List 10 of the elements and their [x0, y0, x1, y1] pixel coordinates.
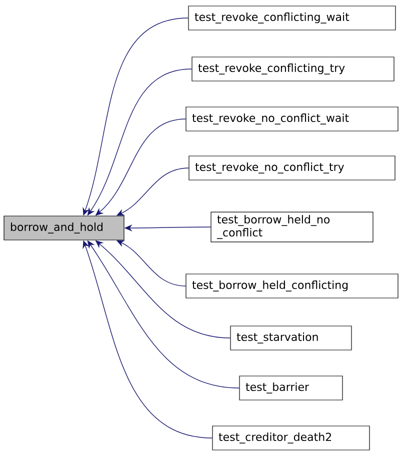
function-box-highlighted: borrow_and_hold: [4, 216, 124, 240]
function-box: test_borrow_held_no _conflict: [210, 212, 374, 242]
function-box: test_barrier: [239, 376, 343, 400]
function-box: test_starvation: [230, 326, 352, 350]
function-box: test_revoke_no_conflict_try: [188, 156, 396, 180]
function-box: test_revoke_conflicting_try: [192, 56, 394, 82]
function-box: test_revoke_conflicting_wait: [188, 6, 396, 30]
function-box: test_revoke_no_conflict_wait: [186, 106, 398, 132]
function-box: test_borrow_held_conflicting: [186, 274, 398, 298]
function-box: test_creditor_death2: [212, 426, 370, 450]
